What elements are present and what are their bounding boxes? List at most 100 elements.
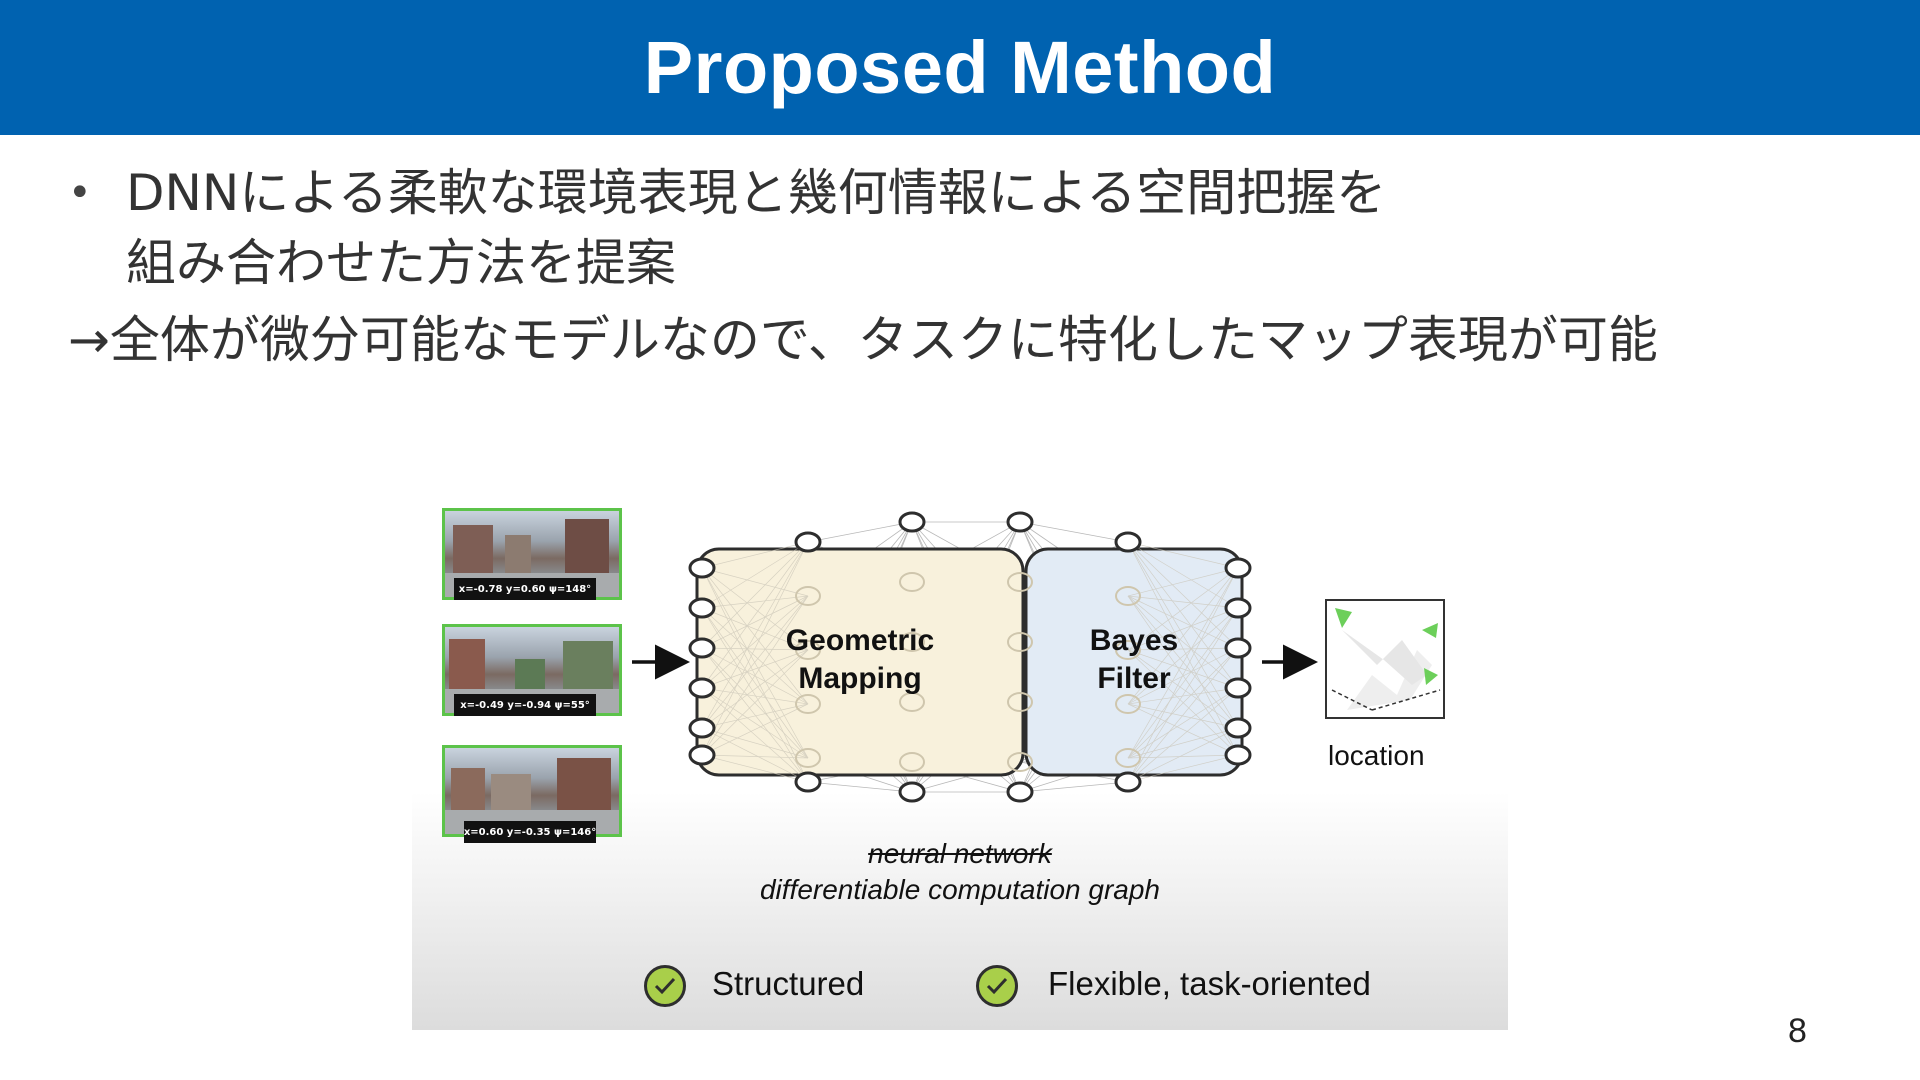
network-edge	[701, 541, 809, 649]
network-node	[688, 744, 716, 766]
network-edge	[1127, 687, 1239, 705]
network-node	[1007, 632, 1033, 652]
network-edge	[701, 595, 809, 689]
network-node	[1006, 511, 1034, 533]
network-node	[1115, 640, 1141, 660]
bullet-icon: •	[68, 170, 92, 216]
network-edge	[807, 781, 913, 793]
network-edge	[701, 541, 809, 689]
location-label: location	[1328, 740, 1425, 771]
network-edge	[1127, 647, 1239, 783]
network-edge	[1127, 754, 1239, 759]
network-edge	[1127, 567, 1239, 651]
network-edge	[701, 567, 809, 651]
network-node	[794, 531, 822, 553]
network-edge	[701, 754, 809, 783]
network-edge	[701, 607, 809, 651]
network-edge	[701, 541, 809, 756]
network-node	[688, 677, 716, 699]
network-edge	[701, 607, 809, 759]
network-edge	[1127, 541, 1239, 729]
network-edge	[701, 687, 809, 759]
caption: differentiable computation graph	[759, 874, 1161, 905]
caption-struck: neural network	[868, 838, 1052, 869]
check-icon	[644, 965, 686, 1007]
network-edge	[701, 541, 809, 569]
network-node	[1224, 597, 1252, 619]
network-edge	[807, 521, 913, 543]
pose-label-2: x=-0.49 y=-0.94 ψ=55°	[454, 694, 596, 716]
check-label-flexible: Flexible, task-oriented	[1048, 965, 1371, 1002]
network-edge	[701, 595, 809, 609]
network-node	[1115, 748, 1141, 768]
network-edge	[701, 727, 809, 783]
network-edge	[701, 687, 809, 783]
network-node	[1007, 692, 1033, 712]
network-edge	[1127, 703, 1239, 729]
network-node	[899, 692, 925, 712]
network-node	[1007, 752, 1033, 772]
network-edge	[1019, 781, 1129, 793]
bullet-text-line2: 組み合わせた方法を提案	[126, 234, 676, 292]
arrow-text: →全体が微分可能なモデルなので、タスクに特化したマップ表現が可能	[68, 311, 1658, 369]
network-node	[898, 511, 926, 533]
network-node	[898, 781, 926, 803]
network-node	[1114, 771, 1142, 793]
network-edge	[1127, 595, 1239, 649]
network-edge	[1127, 649, 1239, 756]
network-edge	[1127, 541, 1239, 609]
network-edge	[1127, 649, 1239, 689]
method-figure: x=-0.78 y=0.60 ψ=148° x=-0.49 y=-0.94 ψ=…	[412, 500, 1508, 1030]
location-map	[1325, 599, 1445, 719]
network-edge	[701, 541, 809, 729]
slide-title: Proposed Method	[643, 26, 1277, 109]
pose-label-3: x=0.60 y=-0.35 ψ=146°	[464, 821, 596, 843]
network-edge	[1127, 595, 1239, 609]
network-edge	[1127, 541, 1239, 689]
network-node	[1007, 572, 1033, 592]
network-node	[795, 694, 821, 714]
check-icon	[976, 965, 1018, 1007]
network-edge	[1127, 595, 1239, 689]
network-edge	[1127, 567, 1239, 783]
title-bar: Proposed Method	[0, 0, 1920, 135]
network-edge	[701, 607, 809, 705]
network-edge	[1127, 727, 1239, 783]
network-edge	[1127, 647, 1239, 651]
network-edge	[701, 567, 809, 597]
network-edge	[701, 649, 809, 756]
network-edge	[701, 687, 809, 705]
network-node	[688, 557, 716, 579]
network-edge	[1127, 647, 1239, 759]
bayes-filter-label: Bayes Filter	[1026, 622, 1242, 698]
network-edge	[1127, 703, 1239, 756]
network-node	[1115, 694, 1141, 714]
network-edge	[1127, 567, 1239, 597]
network-edge	[701, 595, 809, 729]
network-edge	[1127, 595, 1239, 729]
network-edge	[1127, 567, 1239, 759]
network-edge	[1127, 567, 1239, 705]
network-node	[899, 632, 925, 652]
network-node	[899, 572, 925, 592]
network-edge	[701, 595, 809, 649]
network-node	[795, 640, 821, 660]
bayes-label-line2: Filter	[1097, 662, 1171, 695]
network-edge	[1127, 649, 1239, 729]
network-node	[795, 586, 821, 606]
page-number: 8	[1788, 1012, 1807, 1050]
network-edge	[1127, 541, 1239, 756]
network-edge	[1019, 521, 1129, 543]
network-node	[899, 752, 925, 772]
geometric-label-line2: Mapping	[798, 662, 922, 695]
network-diagram	[632, 511, 1445, 803]
network-node	[1115, 586, 1141, 606]
network-node	[1224, 677, 1252, 699]
network-node	[688, 597, 716, 619]
network-edge	[701, 595, 809, 756]
network-node	[794, 771, 822, 793]
network-edge	[701, 541, 809, 609]
network-edge	[701, 727, 809, 759]
network-edge	[1127, 541, 1239, 569]
network-edge	[1127, 607, 1239, 783]
